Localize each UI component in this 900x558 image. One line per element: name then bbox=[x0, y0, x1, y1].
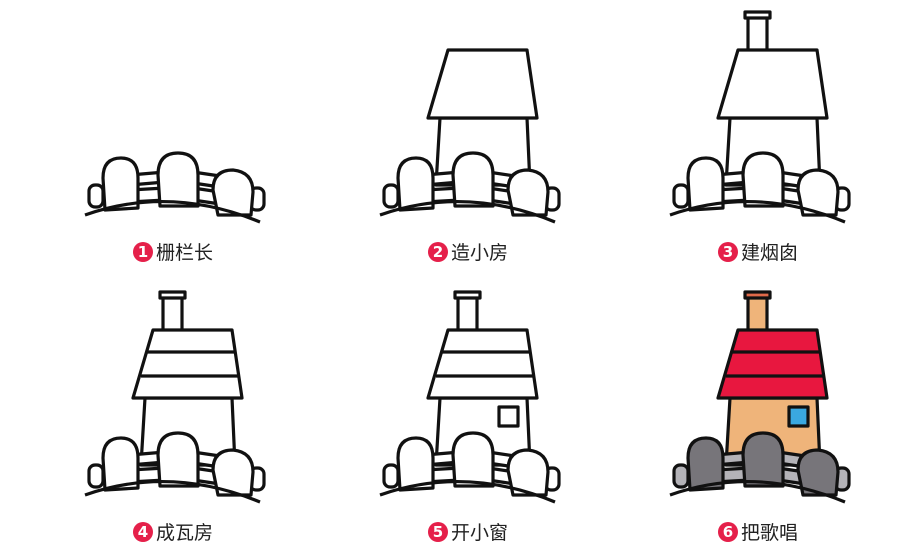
step-drawing-2 bbox=[379, 48, 561, 224]
fence-post bbox=[156, 151, 200, 208]
house-roof bbox=[426, 48, 539, 120]
house-roof bbox=[426, 328, 539, 400]
ground-line bbox=[669, 199, 846, 224]
fence-post bbox=[101, 436, 140, 492]
house-roof bbox=[716, 328, 829, 400]
fence-knob bbox=[672, 183, 690, 209]
ground-line bbox=[669, 479, 846, 504]
step-drawing-1 bbox=[84, 151, 266, 224]
chimney-cap bbox=[743, 290, 772, 300]
step-drawing-4 bbox=[84, 290, 266, 504]
step-number-badge: 4 bbox=[132, 521, 153, 542]
fence-knob bbox=[87, 463, 105, 489]
window bbox=[787, 405, 810, 428]
fence-post bbox=[796, 448, 840, 497]
fence-post bbox=[796, 168, 840, 217]
fence-knob bbox=[87, 183, 105, 209]
ground-line bbox=[84, 479, 261, 504]
chimney-cap bbox=[158, 290, 187, 300]
step-number-badge: 2 bbox=[427, 241, 448, 262]
step-number-badge: 6 bbox=[717, 521, 738, 542]
step-text: 造小房 bbox=[450, 242, 509, 264]
fence-post bbox=[686, 436, 725, 492]
step-text: 把歌唱 bbox=[740, 522, 799, 544]
fence-knob bbox=[672, 463, 690, 489]
step-drawing-6 bbox=[669, 290, 851, 504]
chimney bbox=[746, 295, 769, 335]
fence-post bbox=[506, 168, 550, 217]
step-text: 建烟囱 bbox=[740, 242, 799, 264]
step-drawing-5 bbox=[379, 290, 561, 504]
chimney-cap bbox=[743, 10, 772, 20]
fence-post bbox=[156, 431, 200, 488]
fence-post bbox=[211, 168, 255, 217]
ground-line bbox=[379, 199, 556, 224]
chimney bbox=[746, 15, 769, 55]
window bbox=[497, 405, 520, 428]
chimney bbox=[161, 295, 184, 335]
house-roof bbox=[131, 328, 244, 400]
fence-post bbox=[451, 431, 495, 488]
fence-knob bbox=[382, 183, 400, 209]
ground-line bbox=[84, 199, 261, 224]
fence-post bbox=[686, 156, 725, 212]
ground-line bbox=[379, 479, 556, 504]
fence-post bbox=[741, 151, 785, 208]
step-number-badge: 3 bbox=[717, 241, 738, 262]
fence-knob bbox=[382, 463, 400, 489]
fence-post bbox=[506, 448, 550, 497]
step-number-badge: 1 bbox=[132, 241, 153, 262]
fence-post bbox=[451, 151, 495, 208]
fence-post bbox=[396, 156, 435, 212]
fence-post bbox=[101, 156, 140, 212]
chimney bbox=[456, 295, 479, 335]
step-number-badge: 5 bbox=[427, 521, 448, 542]
step-drawing-3 bbox=[669, 10, 851, 224]
house-roof bbox=[716, 48, 829, 120]
step-text: 成瓦房 bbox=[155, 522, 214, 544]
fence-post bbox=[211, 448, 255, 497]
step-text: 栅栏长 bbox=[155, 242, 214, 264]
fence-post bbox=[396, 436, 435, 492]
chimney-cap bbox=[453, 290, 482, 300]
step-text: 开小窗 bbox=[450, 522, 509, 544]
fence-post bbox=[741, 431, 785, 488]
